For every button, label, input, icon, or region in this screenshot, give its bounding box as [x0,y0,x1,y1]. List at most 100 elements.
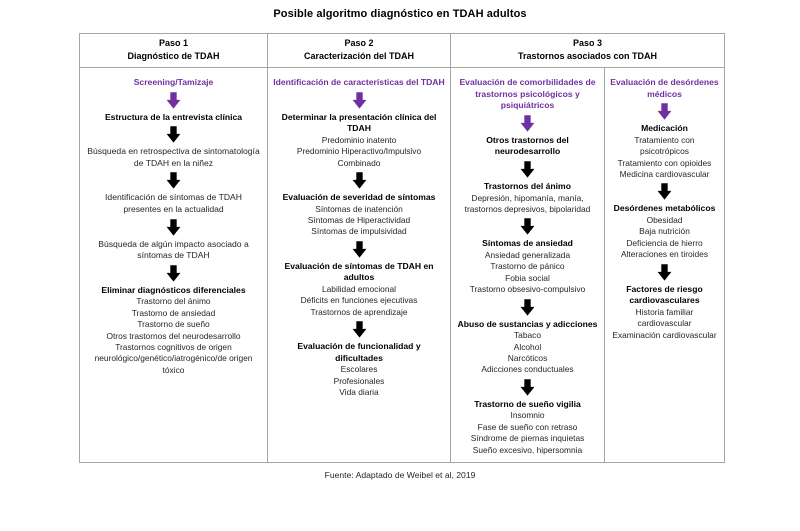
flow-block-heading: Eliminar diagnósticos diferenciales [101,284,246,295]
flow-block-item: Sueño excesivo, hipersomnia [472,444,583,455]
flow-block-item: Tratamiento con psicotrópicos [634,134,695,157]
flow-block-item: Trastornos de aprendizaje [310,306,408,317]
flow-block-item: Deficiencia de hierro [626,237,703,248]
flow-block-heading: Evaluación de comorbilidades de trastorn… [459,77,596,111]
header-step-name: Trastornos asociados con TDAH [517,50,658,61]
flow-block: Screening/Tamizaje [85,77,262,89]
source-note: Fuente: Adaptado de Weibel et al, 2019 [324,470,476,480]
flow-block-item: Examinación cardiovascular [612,329,717,340]
flow-block-item: Labilidad emocional [321,284,397,294]
flow-block-heading: Otros trastornos del neurodesarrollo [486,134,569,157]
flow-block-heading: Evaluación de funcionalidad y dificultad… [297,341,421,363]
flow-block-item: Fobia social [505,272,550,283]
flow-block-item: Baja nutrición [639,226,690,237]
arrow-down-black-icon [352,321,367,338]
arrow-down-black-icon [352,241,367,258]
flow-block-heading: Búsqueda de algún impacto asociado a sín… [98,238,249,261]
flow-block: Determinar la presentación clínica del T… [273,112,445,169]
flow-block-heading: Trastorno de sueño vigilia [474,398,581,409]
flow-block-item: Obesidad [646,215,683,225]
header-cell-paso-2: Paso 2 Caracterización del TDAH [268,34,451,67]
page-title: Posible algoritmo diagnóstico en TDAH ad… [273,8,527,20]
flow-block-item: Tratamiento con opioides [617,157,712,168]
arrow-down-black-icon [520,298,535,316]
arrow-down-black-icon [166,218,181,236]
flow-block-item: Combinado [337,157,381,168]
flow-block-heading: Búsqueda en retrospectiva de sintomatolo… [87,146,260,168]
flow-block-heading: Desórdenes metabólicos [613,203,716,214]
flow-block: Identificación de síntomas de TDAH prese… [85,192,262,215]
flow-block-heading: Estructura de la entrevista clínica [104,111,243,122]
header-cell-paso-1: Paso 1 Diagnóstico de TDAH [80,34,268,67]
flow-block-item: Predominio Hiperactivo/Impulsivo [296,146,422,157]
header-step-label: Paso 1 [158,38,189,48]
flow-block-heading: Determinar la presentación clínica del T… [281,111,437,134]
flow-block-item: Escolares [340,364,378,375]
flow-block-item: Vida diaria [339,387,379,398]
flow-block-heading: Medicación [641,123,688,134]
arrow-down-black-icon [520,218,535,236]
header-step-name: Caracterización del TDAH [303,50,415,61]
table-header-row: Paso 1 Diagnóstico de TDAH Paso 2 Caract… [80,34,724,68]
flow-column-3: Evaluación de comorbilidades de trastorn… [451,68,605,462]
flow-block-item: Otros trastornos del neurodesarrollo [106,330,241,341]
flow-block-item: trastornos depresivos, bipolaridad [464,203,591,214]
arrow-down-purple-icon [352,91,367,109]
flow-block-item: Historia familiar cardiovascular [635,306,694,329]
flow-block-item: Síntomas de Hiperactividad [307,215,411,225]
header-cell-paso-3: Paso 3 Trastornos asociados con TDAH [451,34,724,67]
flow-block-item: Déficits en funciones ejecutivas [300,295,418,306]
flow-block: Otros trastornos del neurodesarrollo [456,135,599,158]
flow-block-item: Trastorno del ánimo [136,296,211,307]
flow-block-heading: Identificación de características del TD… [273,77,445,87]
flow-block-item: Profesionales [333,375,385,386]
arrow-down-purple-icon [166,91,181,109]
flow-block-item: Síntomas de impulsividad [311,226,407,237]
arrow-down-black-icon [657,183,672,201]
flow-block-item: Medicina cardiovascular [619,169,710,179]
arrow-down-black-icon [520,379,535,396]
arrow-down-black-icon [166,264,181,282]
flow-block-item: Trastorno de pánico [490,261,565,272]
flow-block: Búsqueda de algún impacto asociado a sín… [85,239,262,262]
flow-block: Evaluación de síntomas de TDAH en adulto… [273,261,445,318]
flow-block: Búsqueda en retrospectiva de sintomatolo… [85,146,262,169]
flow-block-item: Trastornos cognitivos de origen neurológ… [94,341,253,375]
algorithm-table: Paso 1 Diagnóstico de TDAH Paso 2 Caract… [79,33,725,463]
arrow-down-black-icon [657,263,672,281]
flow-block: Evaluación de funcionalidad y dificultad… [273,341,445,398]
flow-block-heading: Evaluación de severidad de síntomas [282,192,436,202]
flow-block-item: Predominio inatento [321,134,397,145]
flow-block-item: Alteraciones en tiroides [620,249,709,260]
flow-block-heading: Identificación de síntomas de TDAH prese… [105,192,242,214]
flow-block-heading: Trastornos del ánimo [484,180,571,191]
flow-block-heading: Evaluación de desórdenes médicos [610,77,719,99]
flow-block-item: Síndrome de piernas inquietas [470,433,585,444]
arrow-down-black-icon [520,161,535,178]
flow-block-item: Trastorno de sueño [137,319,210,330]
flow-block: Identificación de características del TD… [273,77,445,89]
flow-block-item: Insomnio [510,410,545,421]
flow-block-item: Depresión, hipomanía, manía, [471,192,584,203]
flow-block-item: Adicciones conductuales [481,364,574,375]
flow-block-item: Tabaco [513,330,541,341]
flow-block-heading: Factores de riesgo cardiovasculares [626,283,703,306]
header-step-label: Paso 2 [344,38,374,48]
flow-block-item: Trastorno obsesivo-compulsivo [469,284,586,295]
header-step-label: Paso 3 [572,38,603,48]
arrow-down-black-icon [352,172,367,189]
header-step-name: Diagnóstico de TDAH [127,50,220,61]
flow-block-item: Síntomas de inatención [315,203,403,214]
